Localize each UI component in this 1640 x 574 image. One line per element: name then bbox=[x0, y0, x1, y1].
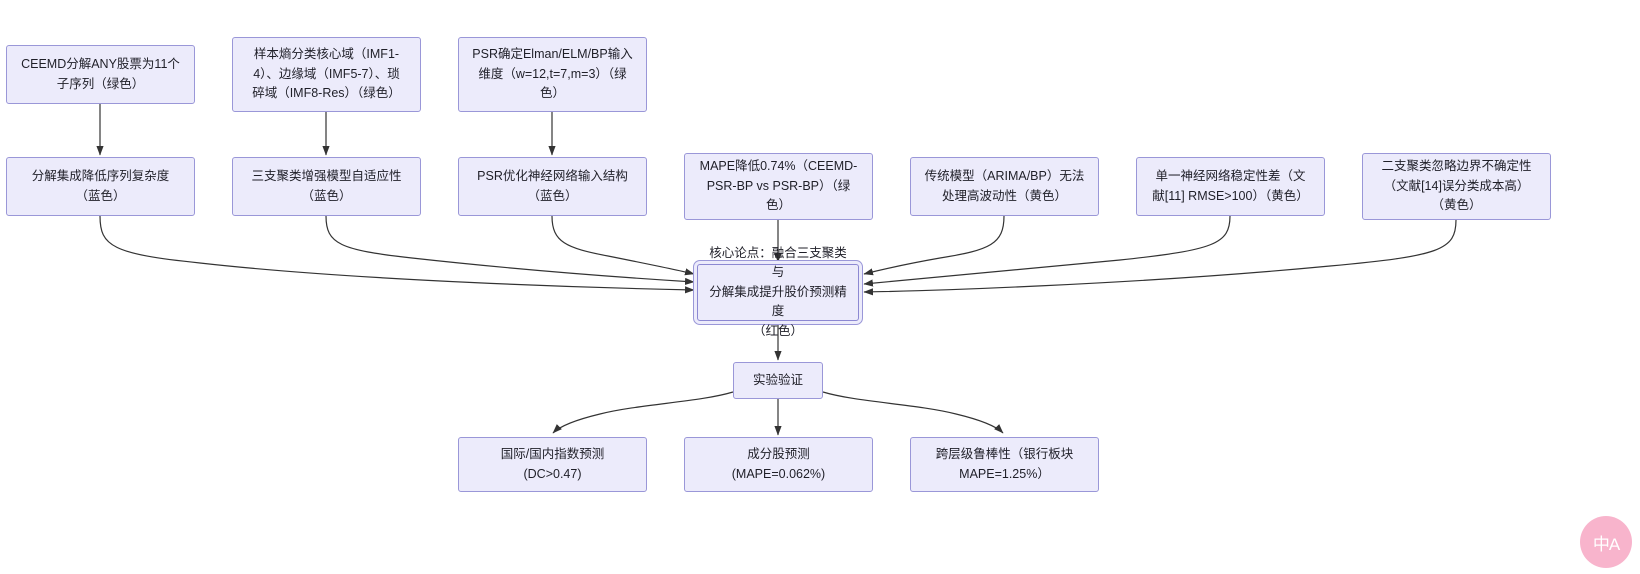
node-decomposition-reduces-complexity[interactable]: 分解集成降低序列复杂度 （蓝色） bbox=[6, 157, 195, 216]
watermark-logo: 中A bbox=[1580, 516, 1632, 568]
edge-n12-n15 bbox=[822, 391, 1004, 434]
node-label: 跨层级鲁棒性（银行板块 MAPE=1.25%） bbox=[935, 447, 1074, 481]
node-psr-input-dimension[interactable]: PSR确定Elman/ELM/BP输入 维度（w=12,t=7,m=3）（绿 色… bbox=[458, 37, 647, 112]
node-label: 三支聚类增强模型自适应性 （蓝色） bbox=[251, 169, 402, 203]
edge-n5-n11 bbox=[325, 215, 695, 286]
edge-n6-n11 bbox=[551, 215, 695, 276]
node-label: MAPE降低0.74%（CEEMD- PSR-BP vs PSR-BP）（绿 色… bbox=[699, 159, 858, 213]
node-traditional-model-limitation[interactable]: 传统模型（ARIMA/BP）无法 处理高波动性（黄色） bbox=[910, 157, 1099, 216]
node-result-index-prediction[interactable]: 国际/国内指数预测 (DC>0.47) bbox=[458, 437, 647, 492]
node-label: 实验验证 bbox=[752, 372, 803, 387]
node-label: 分解集成降低序列复杂度 （蓝色） bbox=[31, 169, 170, 203]
node-three-way-clustering-adaptivity[interactable]: 三支聚类增强模型自适应性 （蓝色） bbox=[232, 157, 421, 216]
edge-n12-n13 bbox=[552, 391, 734, 434]
node-two-way-clustering-limitation[interactable]: 二支聚类忽略边界不确定性 （文献[14]误分类成本高） （黄色） bbox=[1362, 153, 1551, 220]
edge-n4-n11 bbox=[99, 215, 695, 294]
node-ceemd-decomposition[interactable]: CEEMD分解ANY股票为11个 子序列（绿色） bbox=[6, 45, 195, 104]
watermark-text: 中A bbox=[1592, 534, 1620, 554]
edge-n8-n11 bbox=[863, 215, 1005, 276]
node-label: PSR优化神经网络输入结构 （蓝色） bbox=[477, 169, 628, 203]
node-label: 二支聚类忽略边界不确定性 （文献[14]误分类成本高） （黄色） bbox=[1381, 159, 1532, 213]
node-result-constituent-stock[interactable]: 成分股预测 (MAPE=0.062%) bbox=[684, 437, 873, 492]
node-label: 核心论点：融合三支聚类与 分解集成提升股价预测精度 （红色） bbox=[709, 246, 847, 338]
node-single-network-instability[interactable]: 单一神经网络稳定性差（文 献[11] RMSE>100）（黄色） bbox=[1136, 157, 1325, 216]
node-label: PSR确定Elman/ELM/BP输入 维度（w=12,t=7,m=3）（绿 色… bbox=[472, 47, 633, 101]
node-psr-optimizes-network-input[interactable]: PSR优化神经网络输入结构 （蓝色） bbox=[458, 157, 647, 216]
node-label: 单一神经网络稳定性差（文 献[11] RMSE>100）（黄色） bbox=[1152, 169, 1309, 203]
node-result-cross-level-robustness[interactable]: 跨层级鲁棒性（银行板块 MAPE=1.25%） bbox=[910, 437, 1099, 492]
node-core-claim[interactable]: 核心论点：融合三支聚类与 分解集成提升股价预测精度 （红色） bbox=[697, 246, 859, 338]
node-experimental-validation[interactable]: 实验验证 bbox=[733, 362, 823, 399]
node-label: 成分股预测 (MAPE=0.062%) bbox=[731, 447, 826, 481]
node-sample-entropy-domains[interactable]: 样本熵分类核心域（IMF1- 4）、边缘域（IMF5-7）、琐 碎域（IMF8-… bbox=[232, 37, 421, 112]
edge-n9-n11 bbox=[863, 215, 1231, 287]
node-label: CEEMD分解ANY股票为11个 子序列（绿色） bbox=[21, 57, 180, 91]
node-mape-improvement-evidence[interactable]: MAPE降低0.74%（CEEMD- PSR-BP vs PSR-BP）（绿 色… bbox=[684, 153, 873, 220]
node-label: 国际/国内指数预测 (DC>0.47) bbox=[500, 447, 605, 481]
edge-n10-n11 bbox=[863, 219, 1457, 296]
node-label: 样本熵分类核心域（IMF1- 4）、边缘域（IMF5-7）、琐 碎域（IMF8-… bbox=[252, 47, 401, 101]
node-label: 传统模型（ARIMA/BP）无法 处理高波动性（黄色） bbox=[924, 169, 1085, 203]
